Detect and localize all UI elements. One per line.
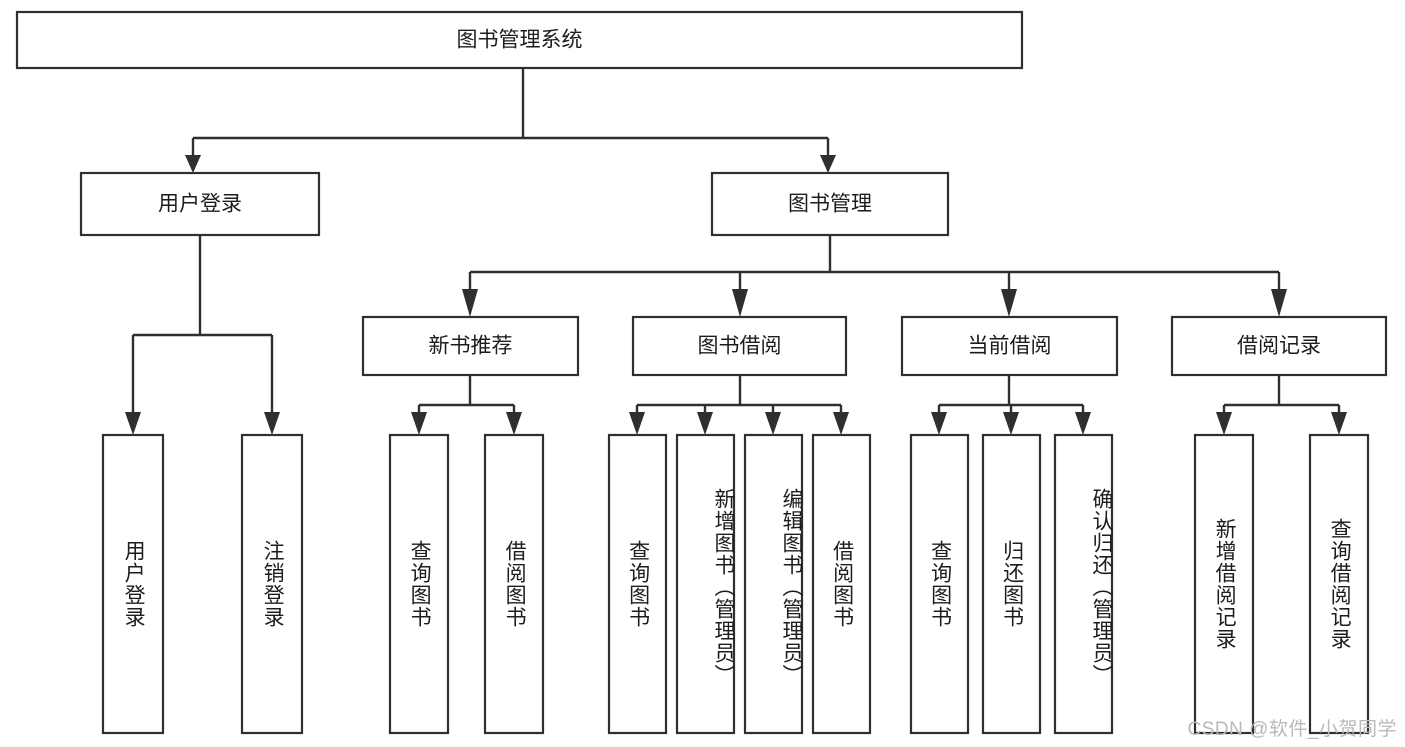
arrow-head-icon <box>125 412 141 435</box>
book-manage-label: 图书管理 <box>788 193 872 216</box>
leaf-box-user-login[interactable] <box>101 433 165 735</box>
leaf-box-query-book-recommend[interactable] <box>388 433 450 735</box>
arrow-head-icon <box>931 412 947 435</box>
leaf-box-return-book[interactable] <box>981 433 1042 735</box>
arrow-head-icon <box>411 412 427 435</box>
node-book-manage[interactable]: 图书管理 <box>710 171 950 237</box>
connector-book-manage-to-level3 <box>462 235 1287 317</box>
arrow-head-icon <box>732 289 748 317</box>
connector-new-book-recommend-to-leaves <box>411 375 522 435</box>
node-book-borrow[interactable]: 图书借阅 <box>631 315 848 377</box>
leaf-box-add-borrow-record[interactable] <box>1193 433 1255 735</box>
connector-user-login-to-leaves <box>125 235 280 435</box>
arrow-head-icon <box>1271 289 1287 317</box>
node-root[interactable]: 图书管理系统 <box>15 10 1024 70</box>
node-current-borrow[interactable]: 当前借阅 <box>900 315 1119 377</box>
arrow-head-icon <box>506 412 522 435</box>
root-box <box>15 10 1024 70</box>
leaf-box-query-book-borrow[interactable] <box>607 433 668 735</box>
connector-current-borrow-to-leaves <box>931 375 1091 435</box>
leaf-box-borrow-book[interactable] <box>811 433 872 735</box>
book-borrow-label: 图书借阅 <box>698 335 782 358</box>
arrow-head-icon <box>629 412 645 435</box>
leaf-box-borrow-book-recommend[interactable] <box>483 433 545 735</box>
leaf-box-add-book-admin[interactable] <box>675 433 736 735</box>
arrow-head-icon <box>1331 412 1347 435</box>
arrow-head-icon <box>833 412 849 435</box>
leaf-box-edit-book-admin[interactable] <box>743 433 804 735</box>
arrow-head-icon <box>264 412 280 435</box>
arrow-head-icon <box>462 289 478 317</box>
node-borrow-record[interactable]: 借阅记录 <box>1170 315 1388 377</box>
connector-book-borrow-to-leaves <box>629 375 849 435</box>
csdn-watermark: CSDN @软件_小贺同学 <box>1187 719 1397 740</box>
new-book-recommend-box <box>361 315 580 377</box>
leaf-box-query-book-current[interactable] <box>909 433 970 735</box>
arrow-head-icon <box>765 412 781 435</box>
arrow-head-icon <box>1003 412 1019 435</box>
leaf-box-confirm-return-admin[interactable] <box>1053 433 1114 735</box>
node-new-book-recommend[interactable]: 新书推荐 <box>361 315 580 377</box>
arrow-head-icon <box>1216 412 1232 435</box>
connector-root-to-level2 <box>185 68 836 173</box>
node-user-login[interactable]: 用户登录 <box>79 171 321 237</box>
arrow-head-icon <box>1075 412 1091 435</box>
user-login-label: 用户登录 <box>158 193 242 216</box>
root-label: 图书管理系统 <box>457 29 583 52</box>
arrow-head-icon <box>185 155 201 173</box>
arrow-head-icon <box>820 155 836 173</box>
user-login-box <box>79 171 321 237</box>
leaf-boxes <box>101 433 1370 735</box>
arrow-head-icon <box>1001 289 1017 317</box>
current-borrow-box <box>900 315 1119 377</box>
leaf-box-logout-login[interactable] <box>240 433 304 735</box>
current-borrow-label: 当前借阅 <box>968 335 1052 358</box>
new-book-recommend-label: 新书推荐 <box>429 335 513 358</box>
borrow-record-label: 借阅记录 <box>1237 335 1321 358</box>
arrow-head-icon <box>697 412 713 435</box>
connector-borrow-record-to-leaves <box>1216 375 1347 435</box>
leaf-box-query-borrow-record[interactable] <box>1308 433 1370 735</box>
